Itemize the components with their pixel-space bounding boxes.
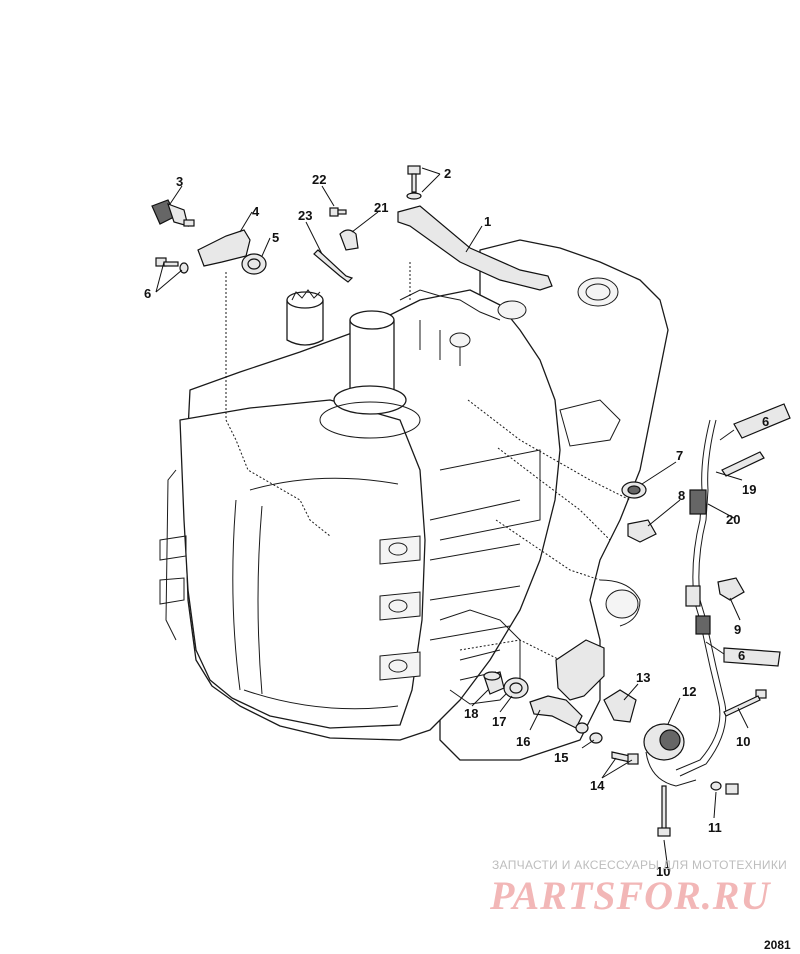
callout-10-right: 10	[736, 734, 750, 749]
part-6-tube-upper	[719, 403, 791, 441]
leader-lines	[155, 167, 749, 871]
callout-21: 21	[374, 200, 388, 215]
part-9-clip	[717, 577, 745, 601]
callout-22: 22	[312, 172, 326, 187]
callout-2: 2	[444, 166, 451, 181]
part-5-grommet	[241, 253, 267, 275]
callout-19: 19	[742, 482, 756, 497]
part-6-tube-lower	[705, 641, 781, 667]
callout-6-left: 6	[144, 286, 151, 301]
callout-17: 17	[492, 714, 506, 729]
part-10-bolt-lower	[657, 785, 671, 837]
watermark-tagline: ЗАПЧАСТИ И АКСЕССУАРЫ ДЛЯ МОТОТЕХНИКИ	[492, 858, 788, 872]
figure-number: 2081	[764, 938, 791, 952]
callout-13: 13	[636, 670, 650, 685]
part-18-bushing	[483, 671, 505, 695]
callout-10-bottom: 10	[656, 864, 670, 879]
part-11-screw	[710, 781, 739, 795]
bracket-plate	[555, 639, 605, 701]
part-21-clip	[339, 229, 359, 251]
part-14-bolt	[611, 751, 639, 765]
part-19-lead	[721, 451, 765, 477]
part-7-sensor	[621, 481, 647, 499]
part-3-sensor	[151, 199, 195, 227]
part-23-cable-tie	[313, 249, 354, 283]
part-6-screw	[155, 257, 189, 274]
callout-12: 12	[682, 684, 696, 699]
callout-labels: 1 2 3 4 5 6 6 6 7 8 9 10 10 11 12 13 14 …	[144, 166, 769, 879]
callout-20: 20	[726, 512, 740, 527]
callout-4: 4	[252, 204, 260, 219]
part-16-bracket	[529, 695, 583, 729]
engine-block	[159, 239, 669, 761]
part-1-plate	[397, 205, 553, 291]
part-2-bolt	[406, 165, 422, 200]
part-4-bracket	[197, 229, 251, 267]
callout-14: 14	[590, 778, 605, 793]
part-10-bolt-upper	[723, 689, 767, 717]
watermark-logo: PARTSFOR.RU	[490, 873, 771, 918]
callout-16: 16	[516, 734, 530, 749]
callout-6-upper-right: 6	[762, 414, 769, 429]
part-20-harness	[675, 419, 727, 777]
callout-8: 8	[678, 488, 685, 503]
callout-5: 5	[272, 230, 279, 245]
callout-23: 23	[298, 208, 312, 223]
callout-1: 1	[484, 214, 491, 229]
callout-11: 11	[708, 820, 722, 835]
part-12-module	[643, 723, 697, 787]
callout-18: 18	[464, 706, 478, 721]
part-13-bracket	[603, 689, 637, 723]
part-17-grommet	[503, 677, 529, 699]
callout-15: 15	[554, 750, 568, 765]
callout-3: 3	[176, 174, 183, 189]
callout-9: 9	[734, 622, 741, 637]
callout-6-lower-right: 6	[738, 648, 745, 663]
callout-7: 7	[676, 448, 683, 463]
part-22-screw	[329, 207, 347, 217]
